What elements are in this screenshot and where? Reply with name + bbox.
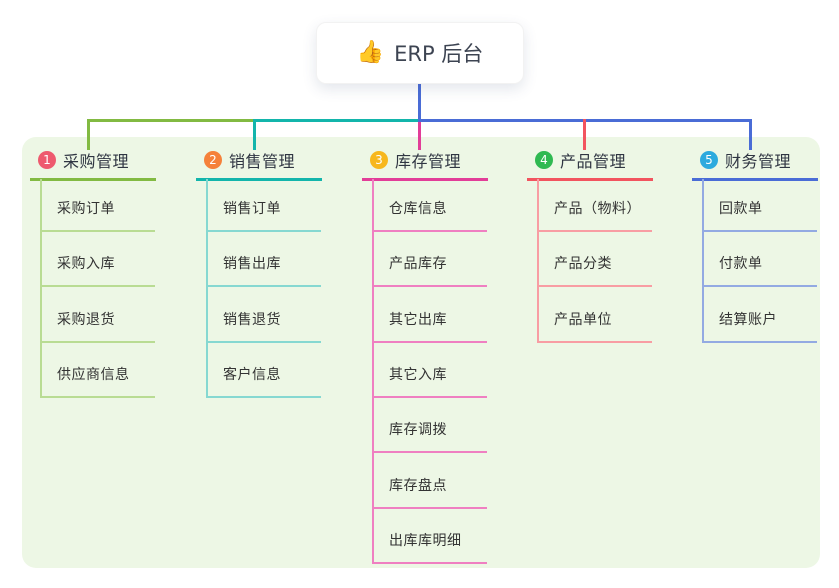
child-spine-line (40, 179, 42, 398)
child-node[interactable]: 结算账户 (702, 308, 817, 343)
branch-number-badge: 1 (38, 150, 56, 169)
child-node[interactable]: 采购订单 (40, 197, 155, 232)
child-node[interactable]: 客户信息 (206, 363, 321, 398)
root-connector (417, 82, 421, 122)
root-node[interactable]: 👍 ERP 后台 (316, 22, 524, 84)
branch-title: 销售管理 (229, 151, 296, 171)
branch-title: 财务管理 (725, 151, 792, 171)
branch-number-badge: 4 (535, 150, 553, 169)
child-node[interactable]: 供应商信息 (40, 363, 155, 398)
branch-node-2[interactable]: 2 销售管理 (196, 146, 322, 181)
branch-node-5[interactable]: 5 财务管理 (692, 146, 818, 181)
child-node[interactable]: 库存盘点 (372, 474, 487, 509)
branch-title: 采购管理 (63, 151, 130, 171)
child-node[interactable]: 产品单位 (537, 308, 652, 343)
child-node[interactable]: 其它入库 (372, 363, 487, 398)
child-node[interactable]: 付款单 (702, 252, 817, 287)
branch-node-3[interactable]: 3 库存管理 (362, 146, 488, 181)
child-node[interactable]: 仓库信息 (372, 197, 487, 232)
branch-node-1[interactable]: 1 采购管理 (30, 146, 156, 181)
branch-title: 产品管理 (560, 151, 627, 171)
trunk-drop-1 (86, 119, 90, 150)
child-spine-line (206, 179, 208, 398)
branch-number-badge: 2 (204, 150, 222, 169)
trunk-segment-green (86, 119, 253, 122)
child-spine-line (537, 179, 539, 343)
branch-number-badge: 3 (370, 150, 388, 169)
trunk-drop-5 (748, 119, 752, 150)
child-node[interactable]: 采购退货 (40, 308, 155, 343)
branch-title: 库存管理 (395, 151, 462, 171)
branch-node-4[interactable]: 4 产品管理 (527, 146, 653, 181)
child-node[interactable]: 销售出库 (206, 252, 321, 287)
child-node[interactable]: 回款单 (702, 197, 817, 232)
child-node[interactable]: 采购入库 (40, 252, 155, 287)
child-node[interactable]: 产品（物料） (537, 197, 652, 232)
child-node[interactable]: 产品分类 (537, 252, 652, 287)
child-node[interactable]: 销售退货 (206, 308, 321, 343)
thumbs-up-icon: 👍 (356, 40, 385, 65)
branches-background-panel (22, 137, 820, 568)
child-node[interactable]: 销售订单 (206, 197, 321, 232)
trunk-drop-2 (252, 119, 256, 150)
child-spine-line (702, 179, 704, 343)
trunk-segment-teal (252, 119, 418, 122)
trunk-drop-3 (417, 122, 421, 150)
child-node[interactable]: 出库库明细 (372, 529, 487, 564)
child-spine-line (372, 179, 374, 564)
child-node[interactable]: 产品库存 (372, 252, 487, 287)
branch-number-badge: 5 (700, 150, 718, 169)
child-node[interactable]: 库存调拨 (372, 418, 487, 453)
trunk-drop-4 (582, 119, 586, 150)
root-node-label: ERP 后台 (394, 42, 484, 66)
child-node[interactable]: 其它出库 (372, 308, 487, 343)
